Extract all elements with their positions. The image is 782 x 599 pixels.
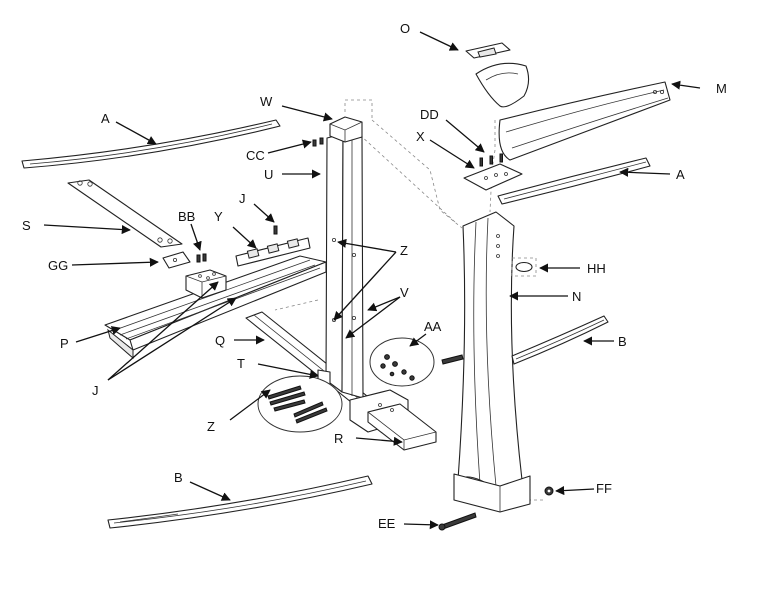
callout-w: W [260, 94, 273, 109]
part-hh-plug [511, 257, 537, 277]
callout-y: Y [214, 209, 223, 224]
part-a-top-rail-left [21, 119, 281, 169]
callout-r: R [334, 431, 343, 446]
callout-j-top: J [239, 191, 246, 206]
callout-ff: FF [596, 481, 612, 496]
part-o-end-cap [465, 42, 530, 108]
callout-ee: EE [378, 516, 396, 531]
callout-dd: DD [420, 107, 439, 122]
side-bolts [441, 354, 464, 365]
part-x-plate [463, 163, 523, 191]
callout-gg: GG [48, 258, 68, 273]
part-b-rail-right [511, 315, 609, 365]
callout-m: M [716, 81, 727, 96]
callout-b-bottom: B [174, 470, 183, 485]
callout-a-right: A [676, 167, 685, 182]
callout-p: P [60, 336, 69, 351]
leader-lines [43, 31, 701, 530]
callout-z-right: Z [400, 243, 408, 258]
part-n-column [453, 211, 531, 513]
callout-v: V [400, 285, 409, 300]
part-ff-nut [544, 486, 554, 496]
callout-hh: HH [587, 261, 606, 276]
callout-q: Q [215, 333, 225, 348]
callout-n: N [572, 289, 581, 304]
part-ee-bolt [438, 512, 477, 531]
callout-x: X [416, 129, 425, 144]
callout-b-right: B [618, 334, 627, 349]
part-a-top-rail-right [497, 157, 651, 205]
part-j-screw [273, 225, 278, 235]
part-bb-screws [196, 253, 207, 263]
callout-o: O [400, 21, 410, 36]
callout-aa: AA [424, 319, 442, 334]
callout-j-left: J [92, 383, 99, 398]
callout-t: T [237, 356, 245, 371]
part-w-cap [329, 116, 363, 143]
callout-labels: O M A W DD X CC A U J S BB Y Z HH GG V N… [22, 21, 727, 531]
part-gg-bracket [162, 251, 191, 269]
part-y-strip [235, 237, 311, 267]
part-dd-screws [479, 153, 503, 167]
callout-a-top-left: A [101, 111, 110, 126]
part-cc-screws [312, 137, 324, 147]
callout-u: U [264, 167, 273, 182]
part-r-base [349, 389, 437, 451]
detail-z-bolts [257, 375, 343, 433]
part-b-rail-bottom [107, 475, 373, 529]
detail-aa-hardware [369, 337, 435, 387]
part-u-post [325, 133, 364, 399]
part-s-strap [67, 179, 183, 248]
callout-bb: BB [178, 209, 195, 224]
callout-z-left: Z [207, 419, 215, 434]
part-m-top-housing [498, 81, 671, 161]
part-j-block [185, 269, 227, 299]
callout-s: S [22, 218, 31, 233]
callout-cc: CC [246, 148, 265, 163]
